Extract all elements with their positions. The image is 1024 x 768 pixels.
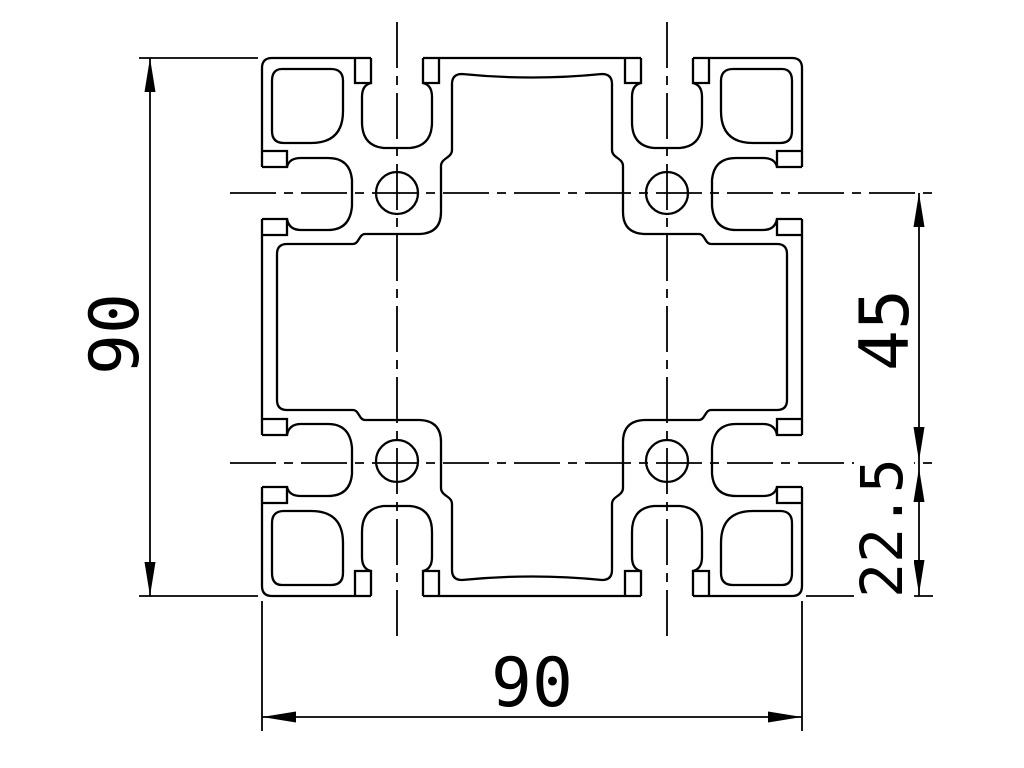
text-mask [854, 448, 914, 498]
arrowhead-up [913, 468, 925, 502]
arrowhead-down [144, 562, 156, 596]
text-mask [854, 558, 914, 606]
arrowhead-up [144, 58, 156, 92]
dimension-label-edge-offset: 22.5 [848, 458, 916, 598]
arrowhead-right [768, 711, 802, 723]
dimension-label-height: 90 [76, 293, 155, 375]
arrowhead-left [262, 711, 296, 723]
arrowhead-down [913, 560, 925, 594]
dimension-label-width: 90 [491, 644, 573, 723]
central-cross-cavity [275, 72, 789, 582]
dimension-label-hole-spacing: 45 [846, 289, 925, 371]
arrowhead-down [913, 427, 925, 461]
arrowhead-up [913, 193, 925, 227]
